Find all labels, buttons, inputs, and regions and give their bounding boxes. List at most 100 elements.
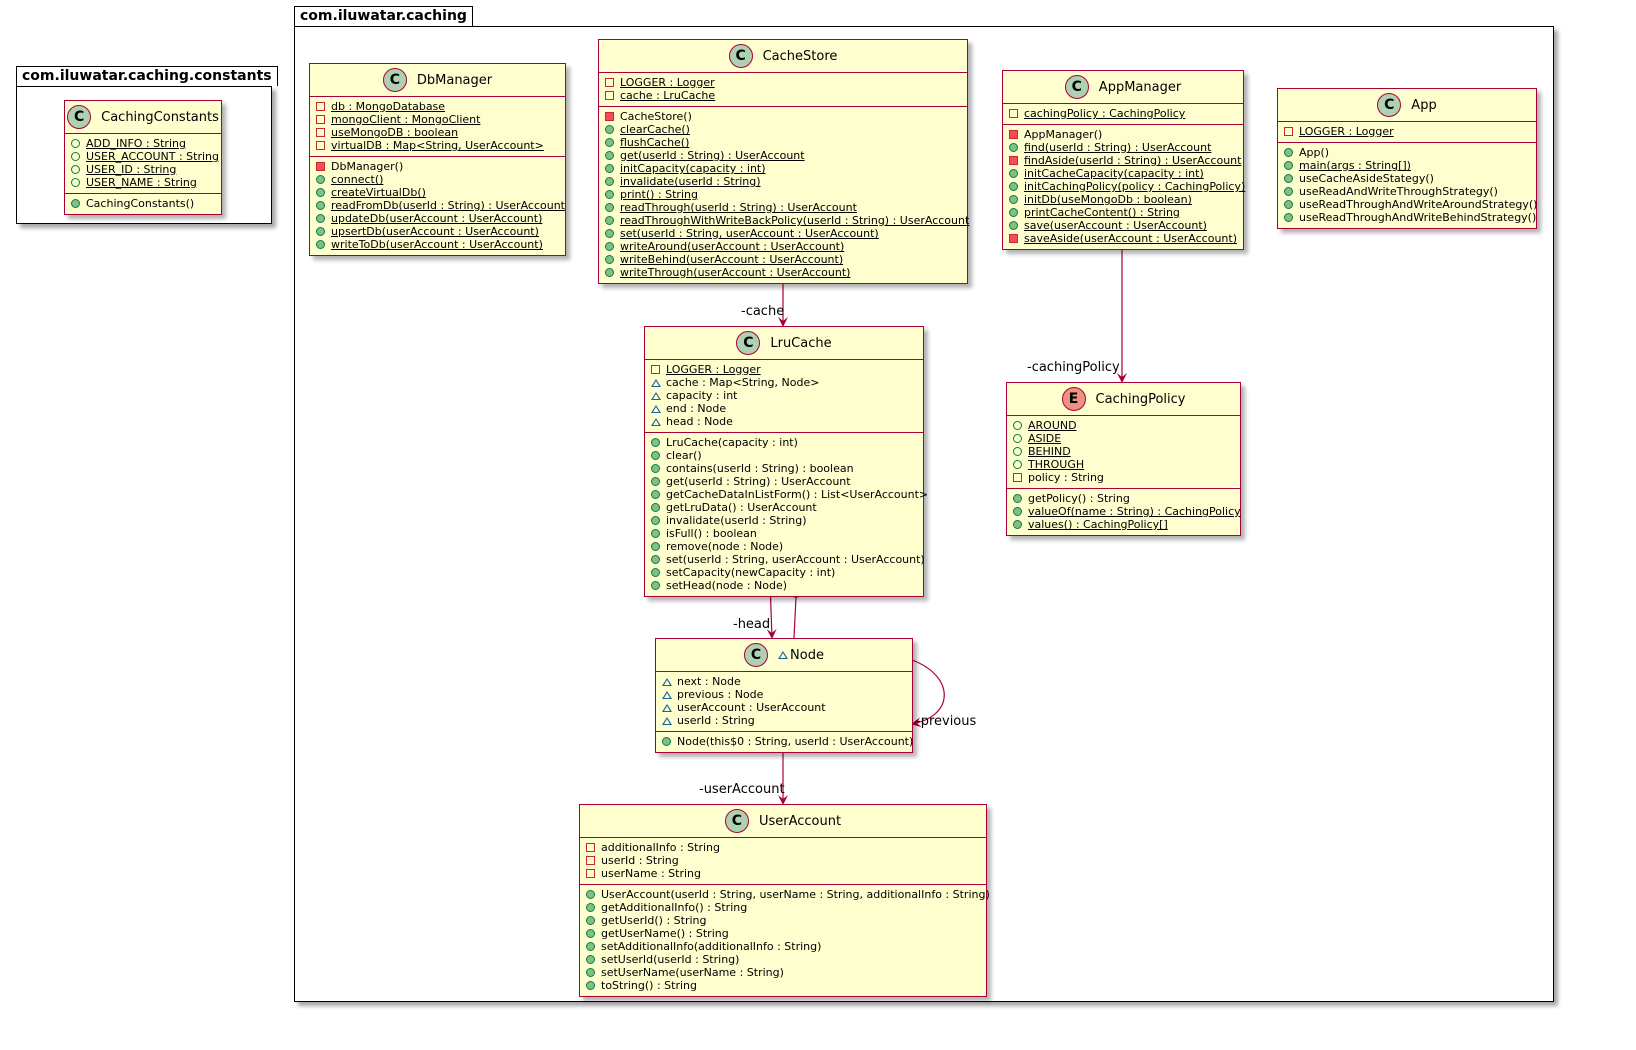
- field-row: cachingPolicy : CachingPolicy: [1009, 107, 1237, 120]
- public-visibility-icon: [1013, 434, 1022, 443]
- field-row: end : Node: [651, 402, 917, 415]
- lrucache-methods: LruCache(capacity : int)clear()contains(…: [645, 432, 928, 596]
- field-row: policy : String: [1013, 471, 1234, 484]
- public-visibility-icon: [651, 581, 660, 590]
- public-visibility-icon: [605, 229, 614, 238]
- field-text: LOGGER : Logger: [620, 76, 715, 89]
- appmanager-methods: AppManager()find(userId : String) : User…: [1003, 124, 1245, 249]
- public-visibility-icon: [1284, 187, 1293, 196]
- app-fields: LOGGER : Logger: [1278, 122, 1536, 142]
- method-row: invalidate(userId : String): [651, 514, 917, 527]
- public-visibility-icon: [605, 203, 614, 212]
- field-text: userAccount : UserAccount: [677, 701, 826, 714]
- public-visibility-icon: [316, 240, 325, 249]
- method-row: App(): [1284, 146, 1530, 159]
- method-row: initCacheCapacity(capacity : int): [1009, 167, 1237, 180]
- field-row: capacity : int: [651, 389, 917, 402]
- private-visibility-icon: [316, 141, 325, 150]
- field-row: userAccount : UserAccount: [662, 701, 906, 714]
- private-visibility-icon: [1009, 234, 1018, 243]
- public-visibility-icon: [1009, 182, 1018, 191]
- class-stereotype-icon: C: [724, 809, 749, 833]
- useraccount-name: UserAccount: [758, 813, 842, 829]
- method-row: readFromDb(userId : String) : UserAccoun…: [316, 199, 565, 212]
- method-text: save(userAccount : UserAccount): [1024, 219, 1207, 232]
- public-visibility-icon: [605, 164, 614, 173]
- method-row: set(userId : String, userAccount : UserA…: [651, 553, 925, 566]
- method-row: LruCache(capacity : int): [651, 436, 917, 449]
- private-visibility-icon: [586, 856, 595, 865]
- public-visibility-icon: [586, 981, 595, 990]
- public-visibility-icon: [605, 242, 614, 251]
- field-text: db : MongoDatabase: [331, 100, 446, 113]
- public-visibility-icon: [605, 125, 614, 134]
- public-visibility-icon: [1013, 520, 1022, 529]
- public-visibility-icon: [651, 529, 660, 538]
- private-visibility-icon: [316, 128, 325, 137]
- field-text: LOGGER : Logger: [666, 363, 761, 376]
- label-head: -head: [733, 617, 771, 632]
- field-row: ADD_INFO : String: [71, 137, 215, 150]
- field-text: next : Node: [677, 675, 741, 688]
- method-row: getPolicy() : String: [1013, 492, 1234, 505]
- public-visibility-icon: [1013, 507, 1022, 516]
- method-row: find(userId : String) : UserAccount: [1009, 141, 1237, 154]
- method-text: CacheStore(): [620, 110, 692, 123]
- method-text: setAdditionalInfo(additionalInfo : Strin…: [601, 940, 822, 953]
- private-visibility-icon: [1009, 130, 1018, 139]
- app-name: App: [1411, 97, 1437, 113]
- field-row: BEHIND: [1013, 445, 1234, 458]
- public-visibility-icon: [316, 227, 325, 236]
- method-text: updateDb(userAccount : UserAccount): [331, 212, 543, 225]
- method-text: initDb(useMongoDb : boolean): [1024, 193, 1192, 206]
- public-visibility-icon: [651, 490, 660, 499]
- class-stereotype-icon: C: [744, 643, 769, 667]
- public-visibility-icon: [651, 568, 660, 577]
- public-visibility-icon: [651, 477, 660, 486]
- label-cache: -cache: [741, 304, 785, 319]
- class-stereotype-icon: C: [67, 105, 92, 129]
- method-row: readThrough(userId : String) : UserAccou…: [605, 201, 961, 214]
- field-text: userId : String: [677, 714, 755, 727]
- field-text: ASIDE: [1028, 432, 1062, 445]
- method-text: writeAround(userAccount : UserAccount): [620, 240, 845, 253]
- method-row: getCacheDataInListForm() : List<UserAcco…: [651, 488, 928, 501]
- private-visibility-icon: [316, 115, 325, 124]
- method-row: useCacheAsideStategy(): [1284, 172, 1530, 185]
- public-visibility-icon: [605, 268, 614, 277]
- cachestore-name: CacheStore: [762, 48, 838, 64]
- public-visibility-icon: [586, 903, 595, 912]
- method-row: get(userId : String) : UserAccount: [605, 149, 961, 162]
- public-visibility-icon: [71, 165, 80, 174]
- public-visibility-icon: [651, 451, 660, 460]
- useraccount-header: C UserAccount: [580, 805, 986, 838]
- method-row: invalidate(userId : String): [605, 175, 961, 188]
- public-visibility-icon: [1284, 161, 1293, 170]
- method-text: initCacheCapacity(capacity : int): [1024, 167, 1204, 180]
- package-visibility-icon: [662, 716, 672, 725]
- field-row: LOGGER : Logger: [1284, 125, 1530, 138]
- field-text: USER_ACCOUNT : String: [86, 150, 220, 163]
- label-caching-policy: -cachingPolicy: [1027, 360, 1120, 375]
- method-text: get(userId : String) : UserAccount: [620, 149, 805, 162]
- method-row: initDb(useMongoDb : boolean): [1009, 193, 1237, 206]
- public-visibility-icon: [605, 138, 614, 147]
- method-text: setUserName(userName : String): [601, 966, 784, 979]
- public-visibility-icon: [605, 255, 614, 264]
- method-row: Node(this$0 : String, userId : UserAccou…: [662, 735, 913, 748]
- private-visibility-icon: [1009, 156, 1018, 165]
- package-visibility-icon: [651, 417, 661, 426]
- public-visibility-icon: [586, 942, 595, 951]
- public-visibility-icon: [651, 503, 660, 512]
- public-visibility-icon: [586, 929, 595, 938]
- lrucache-name: LruCache: [770, 335, 832, 351]
- method-text: connect(): [331, 173, 384, 186]
- public-visibility-icon: [1009, 208, 1018, 217]
- method-text: writeThrough(userAccount : UserAccount): [620, 266, 851, 279]
